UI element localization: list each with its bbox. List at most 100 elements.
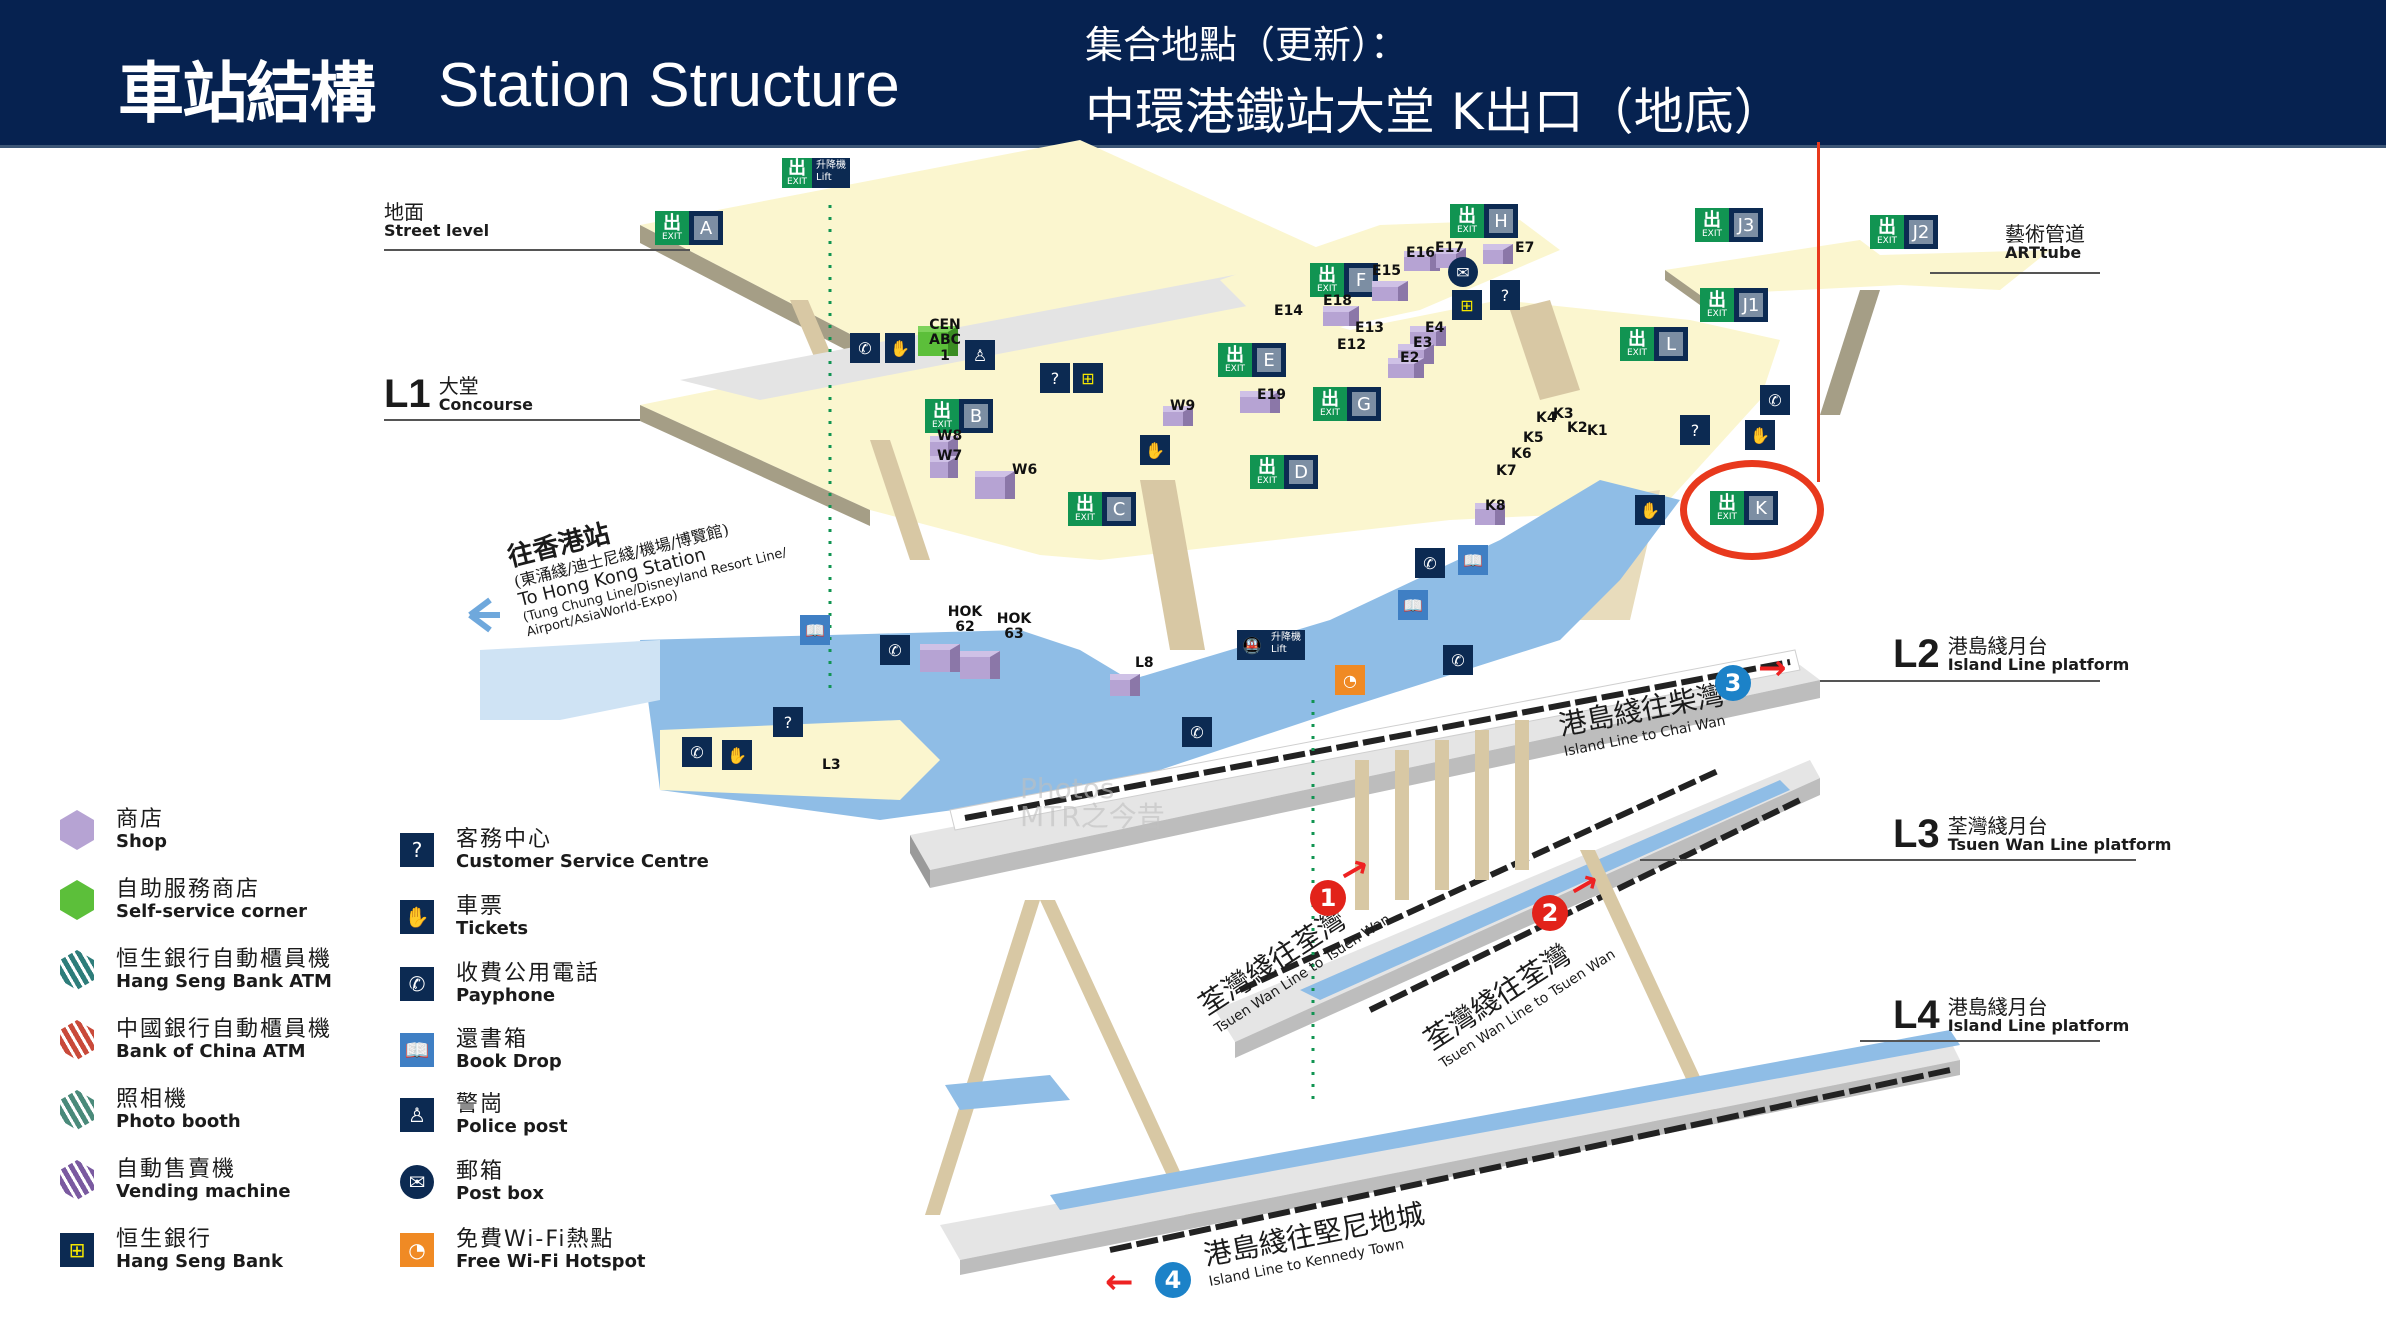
legend-zh: 商店 (116, 807, 165, 832)
shop-label: K5 (1523, 430, 1544, 446)
level-zh: 荃灣綫月台 (1947, 813, 2048, 838)
shop-block (1372, 281, 1408, 301)
post-box-icon: ✉ (400, 1164, 434, 1199)
level-zh: 藝術管道 (2005, 222, 2085, 246)
meeting-point-location: 中環港鐵站大堂 K出口（地底） (1085, 83, 1784, 141)
level-zh: 地面 (384, 200, 424, 224)
level-code: L4 (1893, 993, 1940, 1037)
platform-3-badge: 3 (1715, 665, 1751, 701)
shop-label: L3 (822, 757, 841, 773)
police-icon: ♙ (400, 1097, 434, 1132)
shop-label: E15 (1372, 263, 1402, 279)
customer-service-icon: ? (1490, 280, 1520, 310)
shop-block (918, 326, 958, 356)
shop-label: CEN ABC 1 (929, 317, 961, 364)
legend-en: Payphone (456, 985, 556, 1007)
hang-seng-bank-icon: ⊞ (60, 1232, 94, 1267)
escalator (1820, 290, 1880, 415)
level-en: Street level (384, 221, 490, 240)
shop-label: W7 (937, 448, 963, 464)
wifi-icon: ◔ (1335, 665, 1365, 695)
payphone-icon: ✆ (1443, 645, 1473, 675)
level-zh: 大堂 (438, 373, 479, 398)
header-bar: 車站結構 Station Structure 集合地點（更新）： 中環港鐵站大堂… (0, 0, 2386, 148)
legend-zh: 郵箱 (456, 1159, 505, 1184)
legend-en: Hang Seng Bank (116, 1251, 283, 1273)
legend-zh: 照相機 (116, 1087, 189, 1112)
book-drop-icon: 📖 (800, 615, 830, 645)
level-zh: 港島綫月台 (1947, 633, 2048, 658)
wifi-icon: ◔ (400, 1232, 434, 1267)
arttube-slab (1665, 240, 2050, 295)
platform-2-badge: 2 (1532, 895, 1568, 931)
customer-service-icon: ? (1040, 363, 1070, 393)
shop-label: W8 (937, 428, 963, 444)
legend-zh: 恒生銀行 (116, 1227, 213, 1252)
legend-en: Self-service corner (116, 901, 307, 923)
legend-en: Police post (456, 1116, 568, 1138)
shop-block (1388, 358, 1424, 378)
vending-icon (60, 1159, 94, 1200)
exit-letter: G (1352, 392, 1376, 416)
l4-platform (940, 1040, 1960, 1260)
page-title-zh: 車站結構 (118, 54, 376, 132)
tickets-icon: ✋ (1745, 420, 1775, 450)
exit-letter: D (1289, 460, 1313, 484)
level-en: Tsuen Wan Line platform (1947, 834, 2172, 854)
exit-letter: J3 (1734, 213, 1758, 237)
book-drop-icon: 📖 (400, 1032, 434, 1067)
level-code: L3 (1893, 812, 1940, 856)
shop-label: K2 (1567, 420, 1588, 436)
exit-letter: B (964, 404, 988, 428)
legend-zh: 恒生銀行自動櫃員機 (116, 947, 333, 972)
tickets-icon: ✋ (1635, 495, 1665, 525)
shop-block (1163, 406, 1193, 426)
shop-label: E3 (1413, 335, 1433, 351)
shop-label: E17 (1435, 240, 1465, 256)
exit-letter: K (1749, 496, 1773, 520)
escalator (1140, 480, 1205, 650)
payphone-icon: ✆ (1182, 717, 1212, 747)
payphone-icon: ✆ (880, 635, 910, 665)
shop-label: W9 (1170, 398, 1196, 414)
legend-en: Bank of China ATM (116, 1041, 306, 1063)
shop-label: HOK 63 (996, 611, 1032, 643)
photo-booth-icon (60, 1089, 94, 1130)
shop-label: E4 (1425, 320, 1445, 336)
level-en: ARTtube (2005, 243, 2082, 262)
page-title-en: Station Structure (438, 51, 900, 120)
legend-zh: 收費公用電話 (456, 961, 601, 986)
escalator (1510, 300, 1580, 400)
escalator (870, 440, 930, 560)
tickets-icon: ✋ (400, 899, 434, 934)
book-drop-icon: 📖 (1458, 545, 1488, 575)
callout-line (1817, 142, 1820, 482)
boc-atm-icon (60, 1019, 94, 1060)
legend-en: Free Wi-Fi Hotspot (456, 1251, 646, 1273)
legend-zh: 警崗 (456, 1092, 505, 1117)
legend-zh: 車票 (456, 894, 505, 919)
arrow-right-icon: → (1758, 648, 1787, 688)
customer-service-icon: ? (1680, 415, 1710, 445)
shop-label: K4 (1536, 410, 1557, 426)
